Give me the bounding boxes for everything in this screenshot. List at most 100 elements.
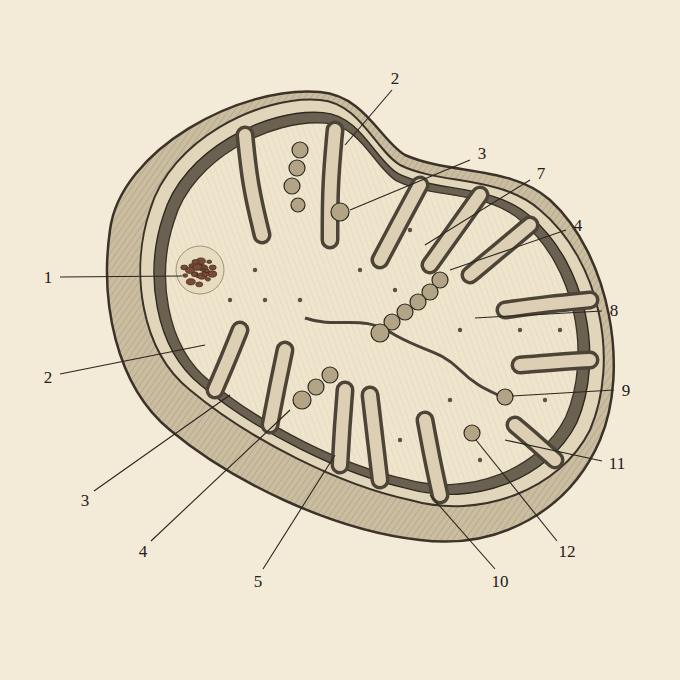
leader-line (425, 180, 530, 245)
matrix-dot (398, 438, 402, 442)
crista-space (380, 185, 420, 260)
nucleoid (196, 282, 203, 287)
callout-number: 1 (44, 269, 53, 286)
crista-space (520, 360, 590, 365)
matrix-dot (478, 458, 482, 462)
leader-line (345, 90, 392, 145)
matrix-dot (298, 298, 302, 302)
matrix-dot (253, 268, 257, 272)
callout-number: 7 (537, 165, 546, 182)
crista-membrane (515, 425, 555, 460)
crista-membrane (505, 300, 590, 310)
callout-number: 4 (574, 217, 583, 234)
granule (292, 142, 308, 158)
leader-line (512, 390, 614, 396)
nucleoid-area (176, 246, 224, 294)
leader-line (476, 440, 557, 541)
matrix-dot (408, 228, 412, 232)
matrix-dot (393, 288, 397, 292)
nucleoid (204, 269, 209, 273)
granule (397, 304, 413, 320)
crista-space (425, 420, 440, 495)
callout-number: 3 (478, 145, 487, 162)
matrix-dot (518, 328, 522, 332)
granule (291, 198, 305, 212)
nucleoid (183, 274, 188, 278)
matrix-dot (558, 328, 562, 332)
leader-line (151, 410, 290, 541)
leader-line (505, 440, 602, 461)
crista-space (270, 350, 285, 425)
callout-number: 9 (622, 382, 631, 399)
callout-number: 2 (391, 70, 400, 87)
callout-number: 8 (610, 302, 619, 319)
callout-number: 2 (44, 369, 53, 386)
matrix-dot (228, 298, 232, 302)
callout-number: 10 (492, 573, 509, 590)
crista-space (470, 225, 530, 275)
dna-strand (305, 318, 500, 396)
callout-number: 4 (139, 543, 148, 560)
nucleoid (207, 260, 212, 264)
leader-line (94, 395, 230, 491)
crista-space (505, 300, 590, 310)
intermembrane-space (154, 112, 590, 494)
crista-membrane (470, 225, 530, 275)
leader-line (263, 455, 335, 569)
matrix-dot (263, 298, 267, 302)
crista-membrane (215, 330, 240, 390)
leader-lines (60, 90, 614, 569)
outer-shell (107, 91, 614, 541)
matrix-dot (543, 398, 547, 402)
callout-number: 3 (81, 492, 90, 509)
crista-membrane (330, 130, 335, 240)
leader-line (450, 230, 566, 270)
granule (464, 425, 480, 441)
callout-number: 5 (254, 573, 263, 590)
granules (176, 142, 562, 462)
crista-space (245, 135, 262, 235)
granule (284, 178, 300, 194)
leader-line (60, 345, 205, 374)
granule (322, 367, 338, 383)
granule (289, 160, 305, 176)
leader-line (60, 276, 182, 277)
crista-membrane (370, 395, 380, 480)
crista-space (515, 425, 555, 460)
nucleoid (193, 264, 202, 270)
granule (371, 324, 389, 342)
granule (410, 294, 426, 310)
crista-space (215, 330, 240, 390)
crista-space (340, 390, 345, 465)
granule (293, 391, 311, 409)
crista-membrane (430, 195, 480, 265)
crista-membrane (340, 390, 345, 465)
outer-membrane (140, 100, 603, 507)
crista-space (430, 195, 480, 265)
leader-line (350, 160, 470, 210)
leader-line (475, 311, 602, 318)
shell-shading (107, 91, 614, 541)
matrix-dot (458, 328, 462, 332)
nucleoid (209, 265, 216, 270)
matrix-dot (448, 398, 452, 402)
matrix-dot (358, 268, 362, 272)
nucleoid (186, 279, 195, 285)
crista-membrane (270, 350, 285, 425)
crista-membrane (245, 135, 262, 235)
crista-membrane (425, 420, 440, 495)
granule (331, 203, 349, 221)
cristae (215, 130, 590, 495)
crista-space (330, 130, 335, 240)
crista-space (370, 395, 380, 480)
leader-line (430, 495, 495, 569)
granule (497, 389, 513, 405)
granule (308, 379, 324, 395)
callout-number: 11 (609, 455, 625, 472)
crista-membrane (520, 360, 590, 365)
crista-membrane (380, 185, 420, 260)
callout-number: 12 (559, 543, 576, 560)
